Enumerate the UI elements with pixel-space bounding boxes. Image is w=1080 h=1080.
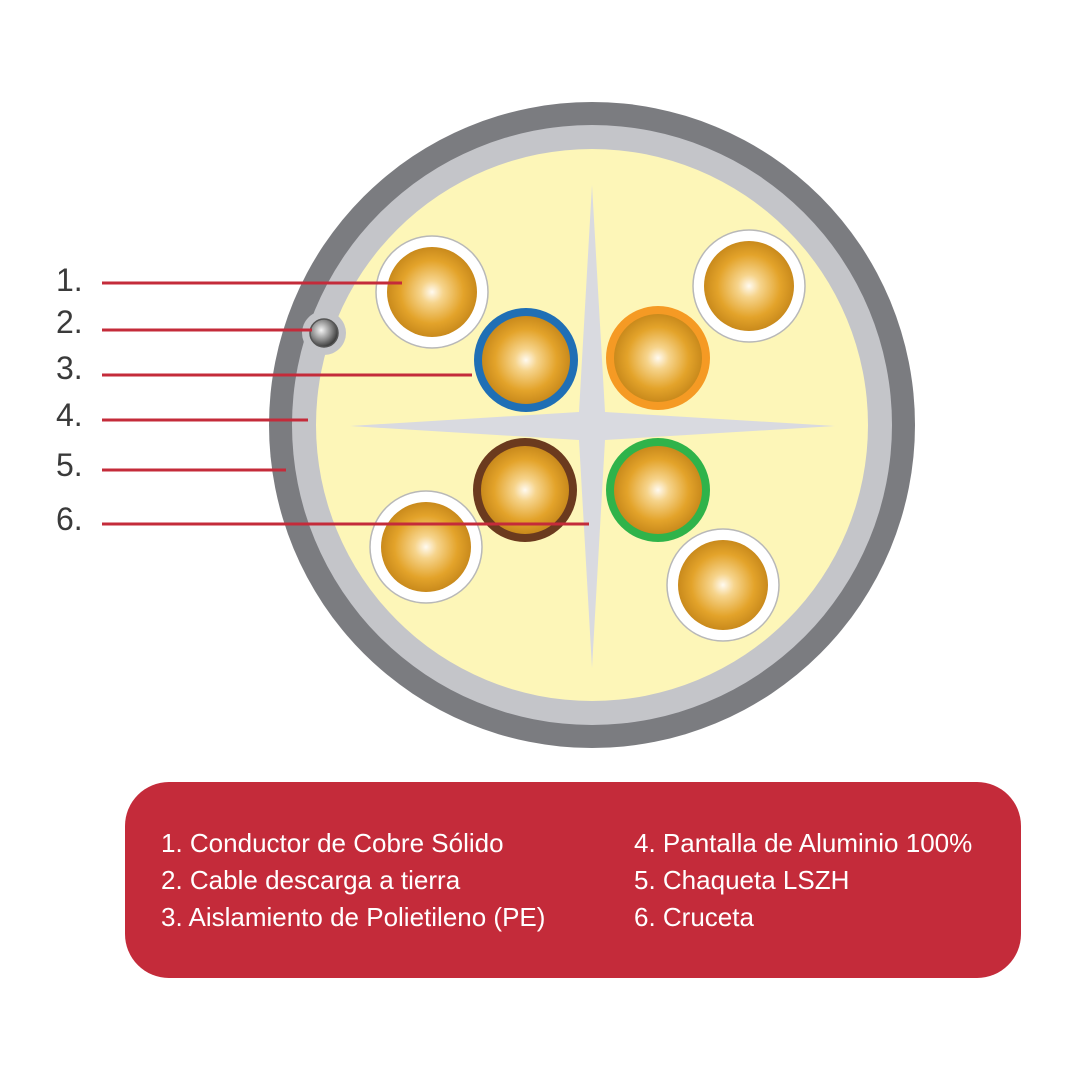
conductor-brown — [473, 438, 577, 542]
legend-column-right: 4. Pantalla de Aluminio 100% 5. Chaqueta… — [634, 826, 972, 935]
leader-lines — [102, 281, 589, 526]
callout-number-1: 1. — [56, 262, 83, 298]
callout-number-2: 2. — [56, 304, 83, 340]
legend-item-drain-wire: 2. Cable descarga a tierra — [161, 865, 461, 895]
conductor-blue — [474, 308, 578, 412]
cross-separator — [350, 185, 835, 668]
conductor-white-2 — [692, 229, 806, 343]
drain-wire — [309, 318, 339, 348]
legend-column-left: 1. Conductor de Cobre Sólido 2. Cable de… — [161, 826, 545, 935]
legend-item-shield: 4. Pantalla de Aluminio 100% — [634, 828, 973, 858]
callout-number-3: 3. — [56, 350, 83, 386]
conductor-green — [606, 438, 710, 542]
callout-number-6: 6. — [56, 501, 83, 537]
legend-item-cross: 6. Cruceta — [634, 902, 754, 932]
legend-item-conductor: 1. Conductor de Cobre Sólido — [161, 828, 504, 858]
conductor-white-3 — [369, 490, 483, 604]
legend-item-insulation: 3. Aislamiento de Polietileno (PE) — [161, 902, 546, 932]
callout-number-5: 5. — [56, 447, 83, 483]
legend-item-jacket: 5. Chaqueta LSZH — [634, 865, 850, 895]
legend-panel: 1. Conductor de Cobre Sólido 2. Cable de… — [125, 782, 1021, 978]
callout-number-4: 4. — [56, 397, 83, 433]
conductor-white-4 — [666, 528, 780, 642]
conductor-white-1 — [375, 235, 489, 349]
conductor-orange — [606, 306, 710, 410]
